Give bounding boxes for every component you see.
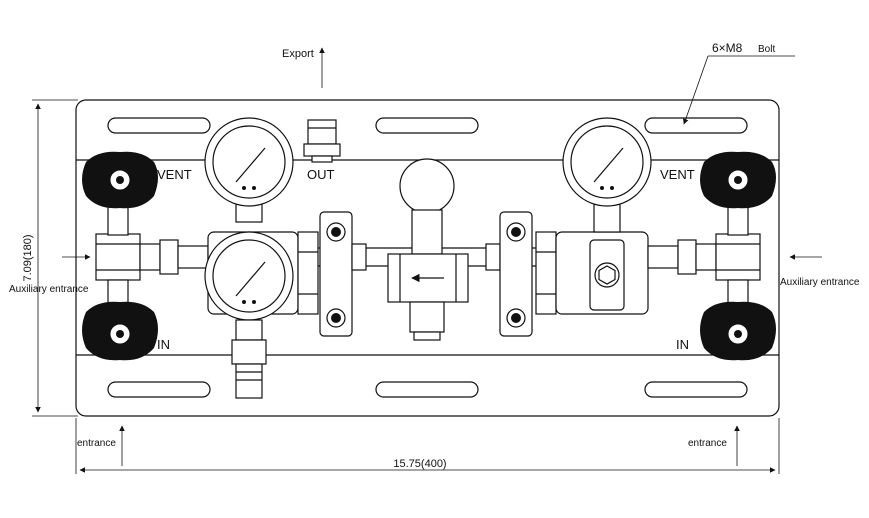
changeover-valve[interactable] (387, 158, 469, 341)
in-label-right: IN (676, 337, 689, 352)
height-dimension: 7.09(180) (22, 99, 78, 417)
vent-label-left: VENT (157, 167, 192, 182)
upper-left-pressure-gauge (204, 117, 294, 223)
aux-entrance-label-right: Auxiliary entrance (780, 277, 860, 288)
aux-entrance-right: Auxiliary entrance (780, 254, 860, 288)
out-label: OUT (307, 167, 335, 182)
in-valve-handle-right[interactable] (700, 301, 776, 361)
out-fitting (303, 119, 341, 163)
left-inlet-fitting (231, 319, 267, 399)
bolt-suffix-label: Bolt (758, 44, 775, 55)
upper-right-pressure-gauge (562, 117, 652, 233)
export-label: Export (282, 48, 314, 60)
entrance-right: entrance (688, 425, 740, 466)
left-bracket (319, 211, 367, 337)
bolt-callout: 6×M8 Bolt (683, 41, 795, 125)
width-dimension: 15.75(400) (75, 418, 780, 474)
vent-label-right: VENT (660, 167, 695, 182)
vent-valve-handle-right[interactable] (700, 151, 776, 209)
in-valve-handle-left[interactable] (82, 301, 158, 361)
entrance-label-right: entrance (688, 438, 727, 449)
lower-left-pressure-gauge (204, 231, 294, 321)
back-plate (75, 99, 780, 417)
entrance-left: entrance (77, 425, 125, 466)
export-indicator: Export (282, 47, 325, 88)
entrance-label-left: entrance (77, 438, 116, 449)
left-valve-assembly (82, 151, 209, 361)
mounting-slots (107, 117, 748, 398)
width-dimension-label: 15.75(400) (393, 458, 446, 470)
right-bracket (485, 211, 533, 337)
right-regulator-body (535, 231, 649, 315)
height-dimension-label: 7.09(180) (22, 234, 34, 281)
aux-entrance-label-left: Auxiliary entrance (9, 284, 89, 295)
in-label-left: IN (157, 337, 170, 352)
hex-plug-icon (594, 262, 620, 288)
vent-valve-handle-left[interactable] (82, 151, 158, 209)
aux-entrance-left: Auxiliary entrance (9, 254, 91, 295)
bolt-label: 6×M8 (712, 41, 743, 55)
right-valve-assembly (647, 151, 776, 361)
